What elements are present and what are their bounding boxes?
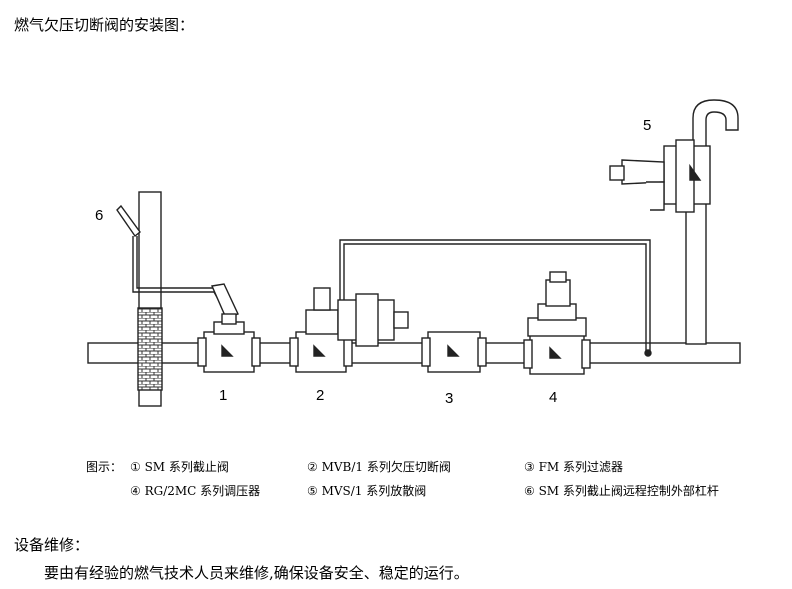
label-1: 1 [219, 387, 227, 404]
maintenance-text: 要由有经验的燃气技术人员来维修,确保设备安全、稳定的运行。 [44, 564, 469, 582]
label-2: 2 [316, 387, 324, 404]
maintenance-heading: 设备维修： [14, 536, 90, 554]
label-3: 3 [445, 390, 453, 407]
main-pipe [87, 342, 741, 364]
sensing-line [339, 239, 651, 352]
installation-diagram: 1 2 3 4 5 6 [87, 99, 741, 407]
wall-brick [137, 307, 163, 391]
valve-2 [289, 287, 409, 373]
legend-item-1: ① SM 系列截止阀 [130, 460, 229, 474]
label-6: 6 [95, 207, 103, 224]
label-5: 5 [643, 117, 651, 134]
remote-lever-6 [116, 204, 239, 321]
valve-1 [197, 313, 261, 373]
legend-item-6: ⑥ SM 系列截止阀远程控制外部杠杆 [524, 484, 719, 498]
legend-item-4: ④ RG/2MC 系列调压器 [130, 484, 261, 498]
legend-prefix: 图示： [86, 460, 123, 474]
legend-item-3: ③ FM 系列过滤器 [524, 460, 624, 474]
label-4: 4 [549, 389, 557, 406]
regulator-4 [523, 271, 591, 375]
filter-3 [421, 331, 487, 373]
vent-hook [692, 99, 739, 150]
page-title: 燃气欠压切断阀的安装图： [14, 16, 195, 34]
legend-item-2: ② MVB/1 系列欠压切断阀 [307, 460, 451, 474]
valve-5 [609, 139, 711, 213]
legend-item-5: ⑤ MVS/1 系列放散阀 [307, 484, 427, 498]
